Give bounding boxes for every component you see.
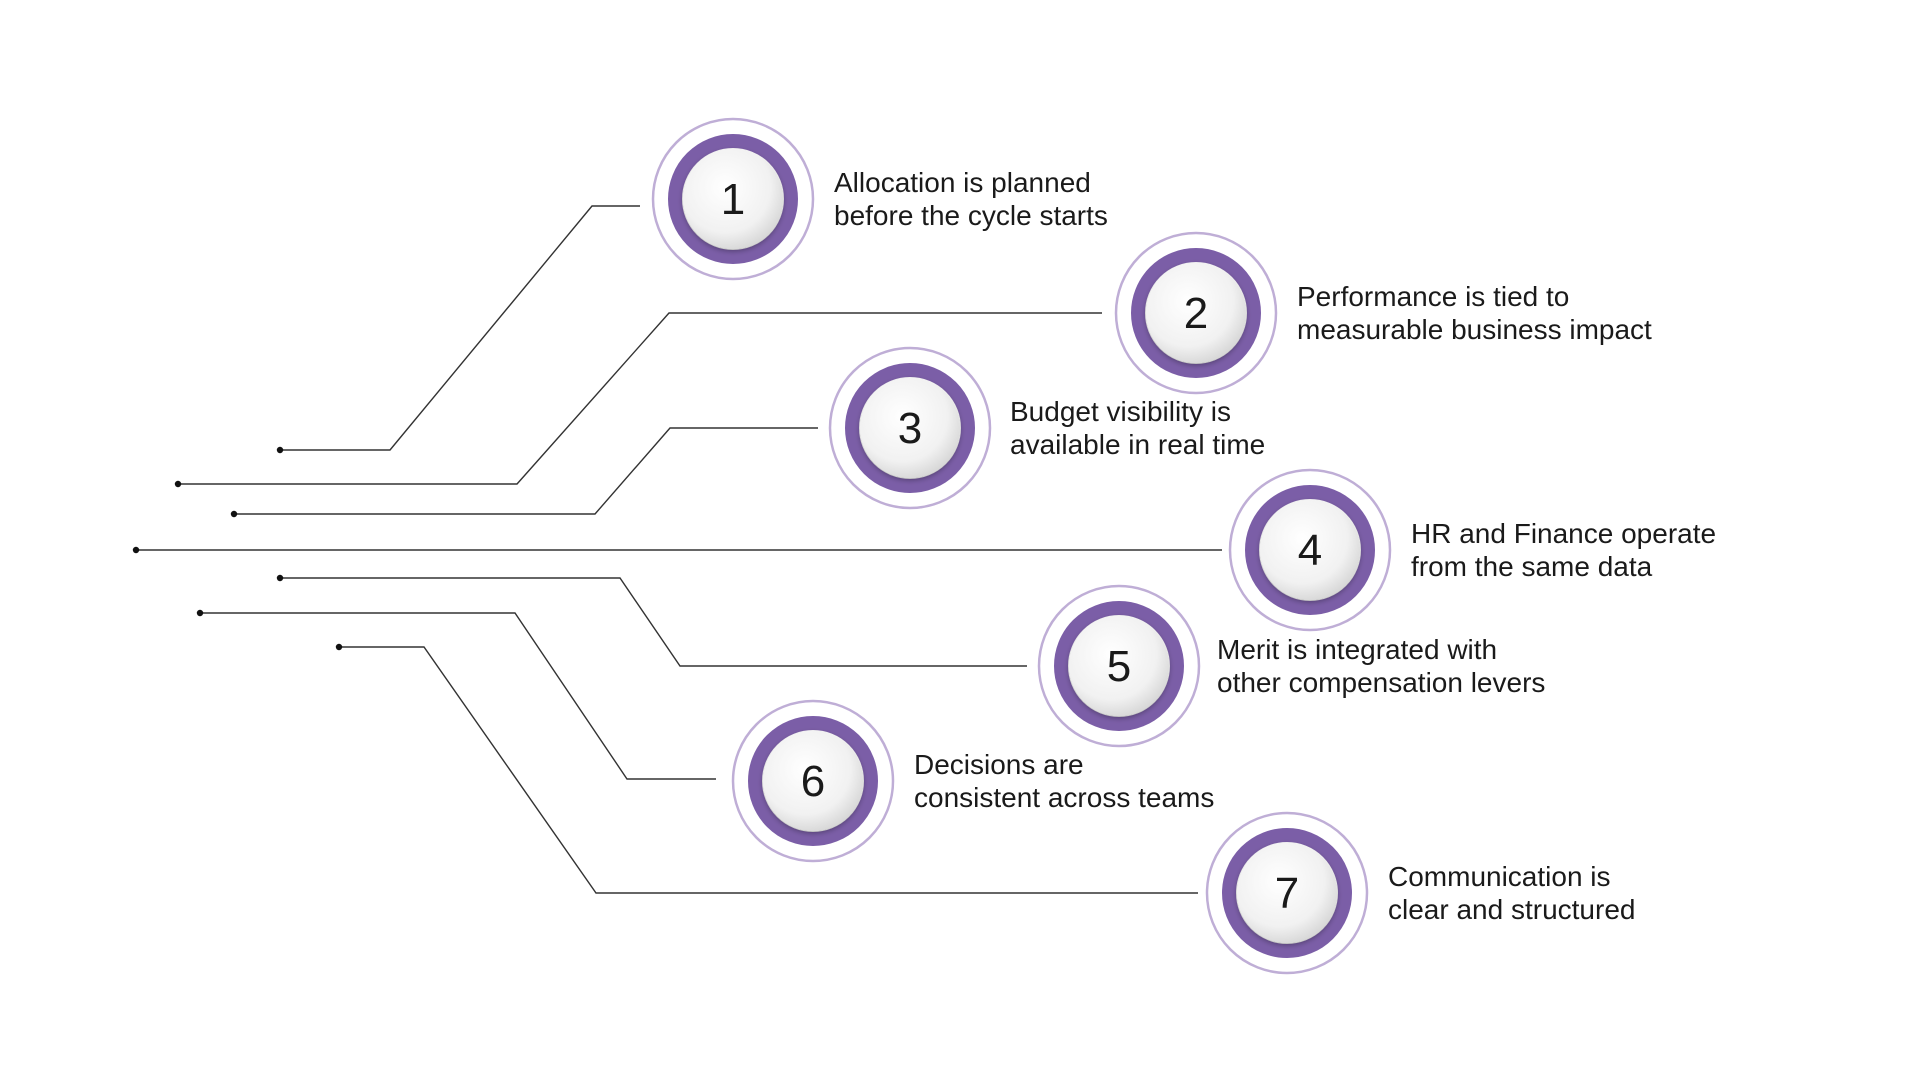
inner-disc: [860, 378, 960, 478]
step-number: 7: [1275, 869, 1299, 918]
step-label-line-1: Allocation is planned: [834, 167, 1091, 198]
connector-line-1: [280, 205, 640, 451]
step-label-line-2: clear and structured: [1388, 894, 1635, 925]
connector-dot-7: [335, 643, 343, 651]
accent-ring: [1222, 828, 1352, 958]
connector-line-5: [280, 577, 1027, 667]
step-label-line-2: available in real time: [1010, 429, 1265, 460]
step-label-line-1: Communication is: [1388, 861, 1611, 892]
inner-disc: [1069, 616, 1169, 716]
inner-disc: [1146, 263, 1246, 363]
connector-dot-5: [276, 574, 284, 582]
inner-disc: [763, 731, 863, 831]
connector-dot-4: [132, 546, 140, 554]
step-number: 3: [898, 404, 922, 453]
step-label-line-1: HR and Finance operate: [1411, 518, 1716, 549]
step-number: 1: [721, 175, 745, 224]
accent-ring: [1245, 485, 1375, 615]
step-number: 6: [801, 757, 825, 806]
connector-dot-1: [276, 446, 284, 454]
inner-disc: [1237, 843, 1337, 943]
connector-dot-3: [230, 510, 238, 518]
connector-lines: [132, 205, 1222, 894]
step-label-line-2: from the same data: [1411, 551, 1653, 582]
accent-ring: [668, 134, 798, 264]
step-number: 5: [1107, 642, 1131, 691]
connector-dot-2: [174, 480, 182, 488]
step-number: 4: [1298, 526, 1322, 575]
step-number: 2: [1184, 289, 1208, 338]
accent-ring: [1054, 601, 1184, 731]
connector-line-7: [339, 646, 1198, 894]
connector-line-3: [234, 427, 818, 515]
inner-disc: [683, 149, 783, 249]
accent-ring: [1131, 248, 1261, 378]
step-label-line-2: measurable business impact: [1297, 314, 1652, 345]
connector-dot-6: [196, 609, 204, 617]
step-label-line-2: other compensation levers: [1217, 667, 1545, 698]
step-label-line-1: Performance is tied to: [1297, 281, 1569, 312]
step-label-line-1: Merit is integrated with: [1217, 634, 1497, 665]
step-label-line-1: Decisions are: [914, 749, 1084, 780]
inner-disc: [1260, 500, 1360, 600]
step-label-line-2: before the cycle starts: [834, 200, 1108, 231]
connector-line-2: [178, 312, 1102, 485]
accent-ring: [845, 363, 975, 493]
accent-ring: [748, 716, 878, 846]
step-label-line-1: Budget visibility is: [1010, 396, 1231, 427]
connector-line-6: [200, 612, 716, 780]
step-label-line-2: consistent across teams: [914, 782, 1214, 813]
